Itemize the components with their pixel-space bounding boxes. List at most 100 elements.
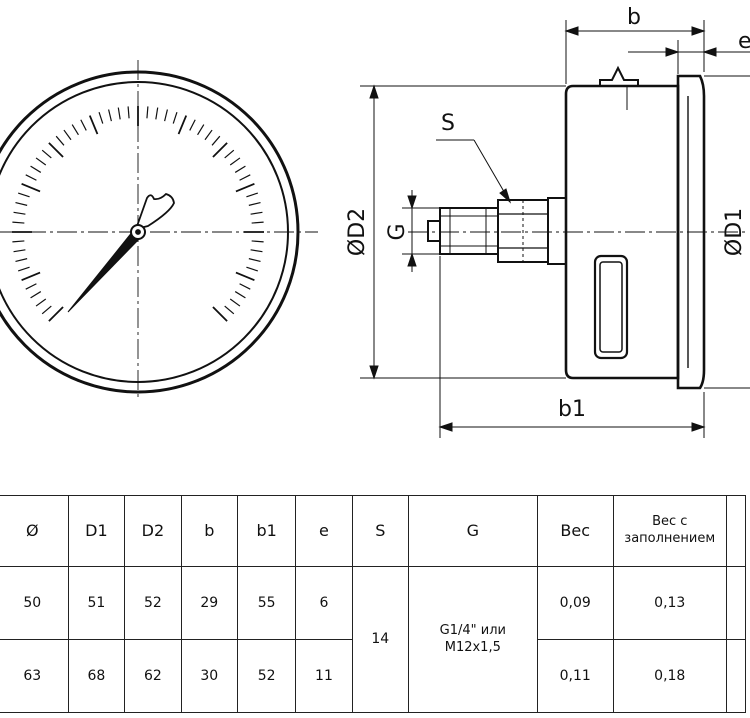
dial-minor-tick (41, 305, 52, 315)
dial-minor-tick (13, 211, 26, 215)
dial-minor-tick (155, 107, 159, 120)
spec-table: Ø D1 D2 b b1 e S G Вес Вес с заполнением… (0, 495, 747, 713)
header-d2: D2 (124, 495, 182, 567)
cell-cut (725, 639, 747, 713)
stem-tip (427, 220, 441, 242)
g-line-2: M12x1,5 (444, 639, 501, 655)
dial-minor-tick (250, 211, 263, 215)
cell: 30 (180, 639, 238, 713)
dial-minor-tick (30, 165, 42, 173)
cell-cut (725, 566, 747, 640)
header-e: e (295, 495, 353, 567)
dial-major-tick (212, 142, 228, 158)
dial-major-tick (48, 142, 64, 158)
table-row: 63 68 62 30 52 11 0,11 0,18 (0, 639, 747, 713)
cell: 55 (236, 566, 297, 640)
cell: 0,09 (536, 566, 614, 640)
dimension-lines (360, 20, 750, 438)
dial-major-tick (177, 115, 188, 135)
dial-minor-tick (35, 298, 47, 307)
header-diameter: Ø (0, 495, 69, 567)
dial-minor-tick (35, 157, 47, 166)
dial-major-tick (235, 182, 255, 193)
label-b1: b1 (558, 397, 586, 422)
side-window-inner (599, 261, 623, 353)
dial-minor-tick (248, 258, 261, 262)
cell: 51 (67, 566, 126, 640)
dial-minor-tick (63, 129, 72, 141)
dial-minor-tick (71, 124, 79, 136)
needle-hub-center (135, 229, 141, 235)
dial-minor-tick (197, 124, 205, 136)
dial-minor-tick (248, 202, 261, 206)
dial-minor-tick (224, 305, 235, 315)
dial-minor-tick (234, 165, 246, 173)
header-g: G (407, 495, 538, 567)
front-view (0, 60, 318, 400)
cell-g-merged: G1/4" или M12x1,5 (407, 566, 538, 713)
label-d2: ØD2 (345, 208, 370, 256)
dial-minor-tick (15, 258, 28, 262)
dial-minor-tick (146, 106, 149, 119)
dial-minor-tick (30, 291, 42, 299)
dial-minor-tick (250, 249, 263, 253)
dial-minor-tick (251, 221, 264, 224)
label-g: G (385, 223, 410, 240)
dial-minor-tick (55, 135, 65, 146)
dial-minor-tick (17, 192, 30, 198)
dial-minor-tick (164, 109, 168, 122)
dial-minor-tick (211, 135, 221, 146)
dial-major-tick (21, 182, 41, 193)
filler-plug (599, 65, 639, 86)
dial-minor-tick (15, 202, 28, 206)
g-line-1: G1/4" или (439, 622, 506, 638)
cell: 29 (180, 566, 238, 640)
cell: 62 (124, 639, 182, 713)
header-d1: D1 (67, 495, 126, 567)
dial-major-tick (21, 271, 41, 282)
dial-minor-tick (127, 106, 130, 119)
label-b: b (627, 5, 641, 30)
side-window-outer (593, 254, 629, 360)
thread-section (439, 207, 499, 255)
cell: 52 (236, 639, 297, 713)
dial-minor-tick (12, 240, 25, 243)
cell: 0,11 (536, 639, 614, 713)
dial-minor-tick (246, 192, 259, 198)
cell: 50 (0, 566, 69, 640)
label-d1: ØD1 (722, 208, 747, 256)
header-cut (725, 495, 747, 567)
table-header-row: Ø D1 D2 b b1 e S G Вес Вес с заполнением (0, 495, 747, 567)
header-s: S (351, 495, 409, 567)
dial-minor-tick (172, 111, 178, 124)
dial-minor-tick (108, 109, 112, 122)
cell: 6 (295, 566, 353, 640)
header-b: b (180, 495, 238, 567)
header-weight: Вес (536, 495, 614, 567)
cell: 11 (295, 639, 353, 713)
dial-major-tick (48, 306, 64, 322)
dial-minor-tick (41, 149, 52, 159)
needle-tail (134, 192, 175, 231)
dial-major-tick (212, 306, 228, 322)
dial-minor-tick (12, 221, 25, 224)
dial-minor-tick (25, 283, 37, 290)
cell: 52 (124, 566, 182, 640)
dial-minor-tick (239, 174, 251, 181)
dial-minor-tick (239, 283, 251, 290)
technical-drawing: b e S ØD2 G ØD1 b1 (0, 5, 750, 438)
dial-minor-tick (229, 298, 241, 307)
dial-minor-tick (17, 266, 30, 272)
dial-minor-tick (13, 249, 26, 253)
cell: 63 (0, 639, 69, 713)
header-b1: b1 (236, 495, 297, 567)
label-e: e (738, 29, 750, 54)
header-weight-filled: Вес с заполнением (612, 495, 727, 567)
gauge-bezel (676, 74, 706, 390)
cell: 0,13 (612, 566, 727, 640)
dial-major-tick (88, 115, 99, 135)
cell: 0,18 (612, 639, 727, 713)
dial-minor-tick (98, 111, 104, 124)
gauge-needle (67, 230, 144, 313)
dial-minor-tick (229, 157, 241, 166)
